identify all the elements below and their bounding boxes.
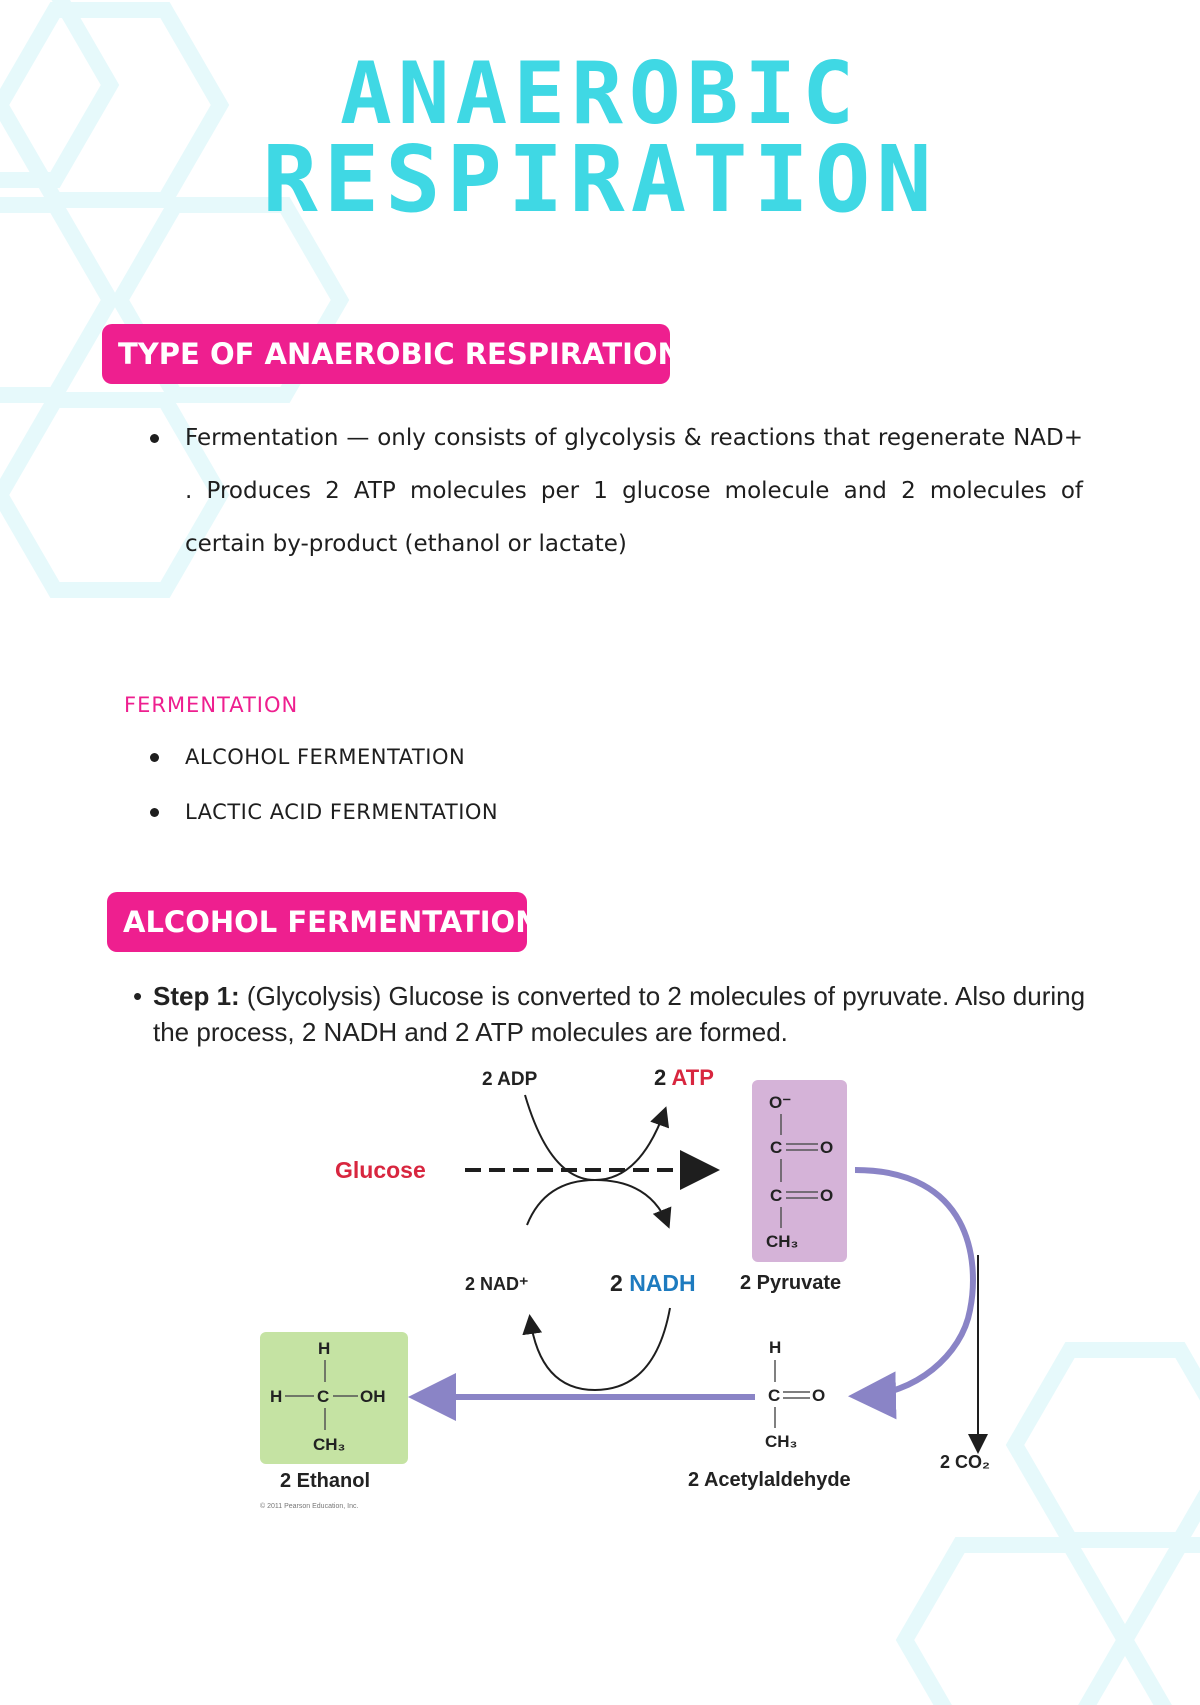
bullet-dot [150,434,159,443]
pyruvate-o2: O [820,1186,833,1205]
acetylaldehyde-c: C [768,1386,780,1405]
pyruvate-to-acetylaldehyde-arrow [848,1167,976,1420]
ethanol-oh: OH [360,1387,386,1406]
bullet-dot [150,753,159,762]
nadh-label: 2 NADH [610,1270,696,1296]
list-item-alcohol-fermentation: ALCOHOL FERMENTATION [185,745,466,769]
acetylaldehyde-label: 2 Acetylaldehyde [688,1469,851,1491]
step-text: (Glycolysis) Glucose is converted to 2 m… [153,981,1086,1047]
section-header-alcohol-fermentation: ALCOHOL FERMENTATION [107,892,539,952]
acetylaldehyde-h: H [769,1338,781,1357]
glucose-label: Glucose [335,1157,426,1183]
nad-label: 2 NAD⁺ [465,1274,529,1294]
list-item-lactic-acid-fermentation: LACTIC ACID FERMENTATION [185,800,499,824]
fermentation-subheading: FERMENTATION [124,693,299,717]
nadh-word: NADH [629,1270,695,1296]
ethanol-h-left: H [270,1387,282,1406]
alcohol-fermentation-diagram: 2 ADP 2 ATP Glucose 2 NAD⁺ 2 NADH O⁻ C O… [260,1065,990,1510]
ethanol-ch3: CH₃ [313,1435,345,1454]
pyruvate-label: 2 Pyruvate [740,1272,841,1294]
atp-label: 2 ATP [654,1065,714,1090]
ethanol-c: C [317,1387,329,1406]
acetylaldehyde-o: O [812,1386,825,1405]
section-header-type-of-anaerobic-respiration: TYPE OF ANAEROBIC RESPIRATION [102,324,682,384]
ethanol-h-top: H [318,1339,330,1358]
adp-label: 2 ADP [482,1069,538,1090]
pyruvate-box [752,1080,847,1262]
title-line-2: RESPIRATION [262,126,938,233]
page-title: ANAEROBIC RESPIRATION [0,44,1200,233]
nad-to-nadh-arc [526,1178,672,1229]
title-line-1: ANAEROBIC [340,44,860,144]
pyruvate-c2: C [770,1186,782,1205]
copyright-credit: © 2011 Pearson Education, Inc. [260,1502,358,1510]
bullet-dot: • [133,981,143,1011]
ethanol-label: 2 Ethanol [280,1470,370,1492]
ethanol-box [260,1332,408,1464]
pyruvate-o-minus: O⁻ [769,1093,791,1112]
pyruvate-ch3: CH₃ [766,1232,798,1251]
adp-to-atp-arc [524,1094,670,1182]
pyruvate-c1: C [770,1138,782,1157]
atp-word: ATP [672,1065,714,1090]
pyruvate-o1: O [820,1138,833,1157]
acetylaldehyde-ch3: CH₃ [765,1432,797,1451]
co2-label: 2 CO₂ [940,1452,990,1472]
fermentation-definition-paragraph: Fermentation — only consists of glycolys… [185,425,1083,557]
bullet-dot [150,808,159,817]
nadh-to-nad-arc [522,1307,671,1392]
step-label: Step 1: [153,981,240,1011]
